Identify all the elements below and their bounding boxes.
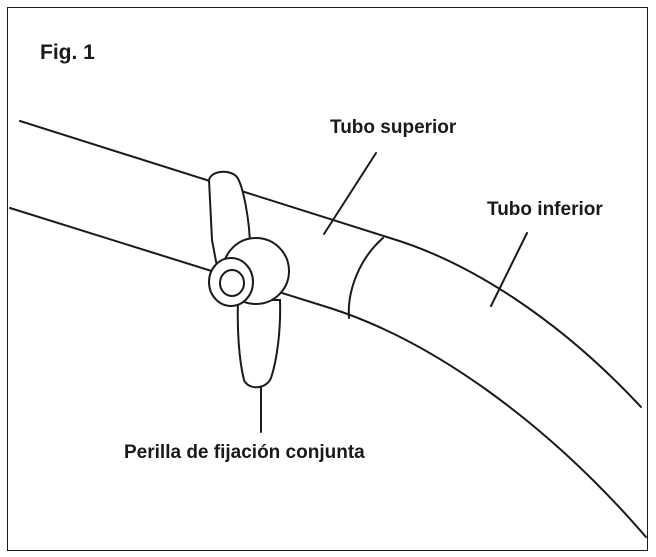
tube-upper-edge [19, 120, 642, 408]
figure-frame [7, 7, 648, 551]
leader-upper-tube [323, 152, 377, 235]
knob-front-cap-inner [219, 269, 245, 297]
knob-lower-wing [236, 299, 282, 389]
leader-lower-tube [490, 232, 528, 307]
label-knob: Perilla de fijación conjunta [124, 442, 365, 463]
label-lower-tube: Tubo inferior [487, 199, 603, 220]
tube-joint-seam [347, 237, 384, 319]
tube-lower-edge [9, 207, 647, 538]
label-upper-tube: Tubo superior [330, 117, 457, 138]
locking-knob [207, 170, 290, 389]
figure-title: Fig. 1 [40, 41, 95, 64]
